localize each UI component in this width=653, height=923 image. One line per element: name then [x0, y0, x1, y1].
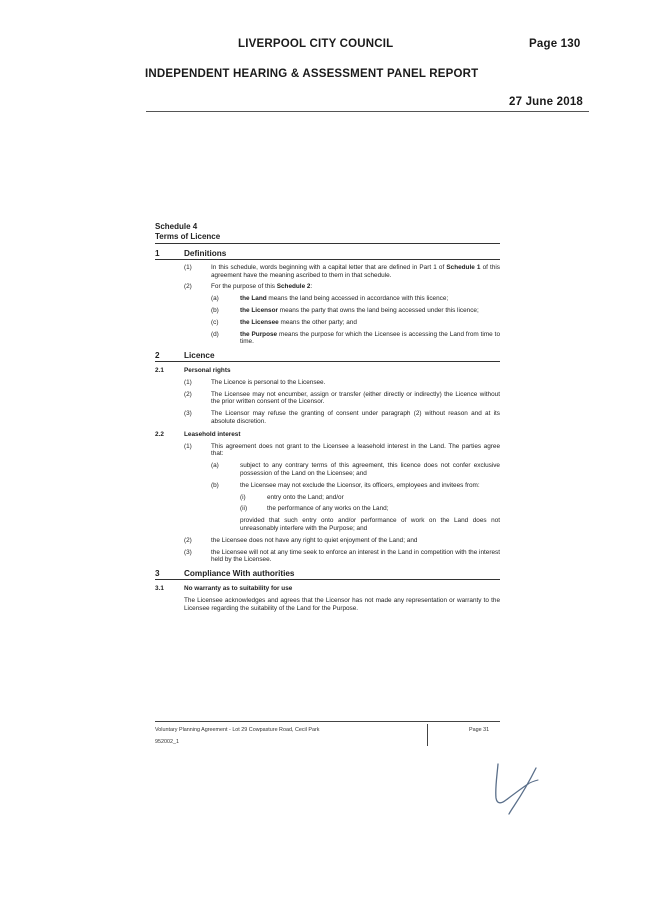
subsection-number: 2.1 — [155, 366, 164, 374]
definition-text: means the purpose for which the Licensee… — [240, 330, 500, 346]
definition-text: means the land being accessed in accorda… — [266, 295, 449, 303]
definition-text: means the party that owns the land being… — [278, 306, 479, 314]
section-heading: 2 Licence — [155, 352, 500, 362]
clause-text: the Licensee does not have any right to … — [211, 536, 418, 544]
item-text: the Purpose means the purpose for which … — [240, 331, 500, 347]
definition-item: (a) the Land means the land being access… — [155, 295, 500, 303]
defined-term: the Licensee — [240, 318, 279, 326]
clause: (2) The Licensee may not encumber, assig… — [155, 391, 500, 407]
footer-page-number: Page 31 — [469, 727, 490, 733]
subsection-heading: 2.1 Personal rights — [155, 367, 500, 375]
council-name: LIVERPOOL CITY COUNCIL — [238, 38, 394, 50]
signature-initials — [495, 763, 539, 815]
schedule-title: Schedule 4 — [155, 222, 198, 231]
definition-item: (b) the Licensor means the party that ow… — [155, 307, 500, 315]
item-text: the Land means the land being accessed i… — [240, 295, 500, 303]
clause: (1) The Licence is personal to the Licen… — [155, 379, 500, 387]
section-title: Compliance With authorities — [184, 569, 295, 579]
clause: (1) This agreement does not grant to the… — [155, 443, 500, 459]
subsection-title: Leasehold interest — [184, 430, 241, 438]
subsection-number: 2.2 — [155, 430, 164, 438]
item-text: subject to any contrary terms of this ag… — [240, 462, 500, 477]
clause-text-part: of this agreement have the meaning ascri… — [211, 263, 500, 279]
item-number: (c) — [211, 318, 219, 326]
clause-text-part: : — [310, 283, 313, 291]
clause: (3) the Licensee will not at any time se… — [155, 549, 500, 565]
section-title: Definitions — [184, 249, 227, 258]
clause-item: (b) the Licensee may not exclude the Lic… — [155, 482, 500, 490]
subitem-number: (ii) — [240, 505, 248, 513]
clause-text-bold: Schedule 2 — [276, 283, 311, 291]
section-heading: 1 Definitions — [155, 250, 500, 260]
paragraph-text: The Licensee acknowledges and agrees tha… — [184, 596, 500, 612]
clause-text: The Licensee may not encumber, assign or… — [211, 390, 500, 406]
section-number: 2 — [155, 351, 160, 361]
clause-item: (a) subject to any contrary terms of thi… — [155, 462, 500, 478]
clause-text: For the purpose of this Schedule 2: — [211, 283, 500, 291]
section-number: 1 — [155, 249, 160, 258]
item-number: (a) — [211, 462, 219, 470]
subitem-text: entry onto the Land; and/or — [267, 493, 344, 501]
footer-divider — [155, 721, 500, 722]
item-number: (b) — [211, 306, 219, 314]
footer-separator — [427, 724, 428, 746]
clause-number: (3) — [184, 548, 192, 556]
subsection-title: Personal rights — [184, 366, 231, 374]
report-title: INDEPENDENT HEARING & ASSESSMENT PANEL R… — [145, 68, 479, 80]
footer-document-title: Voluntary Planning Agreement - Lot 29 Co… — [155, 727, 320, 733]
defined-term: the Purpose — [240, 330, 278, 338]
definition-text: means the other party; and — [278, 318, 357, 326]
header-divider — [146, 111, 589, 112]
schedule-divider — [155, 243, 500, 244]
clause-number: (2) — [184, 390, 192, 398]
item-number: (d) — [211, 330, 219, 338]
page-number: Page 130 — [529, 38, 581, 50]
clause-text: The Licence is personal to the Licensee. — [211, 378, 326, 386]
section-heading: 3 Compliance With authorities — [155, 570, 500, 580]
definition-item: (d) the Purpose means the purpose for wh… — [155, 331, 500, 347]
item-text: the Licensor means the party that owns t… — [240, 307, 500, 315]
item-number: (b) — [211, 481, 219, 489]
clause-number: (2) — [184, 283, 192, 291]
clause-subitem: (ii) the performance of any works on the… — [155, 505, 500, 513]
clause-number: (1) — [184, 263, 192, 271]
proviso-text: provided that such entry onto and/or per… — [240, 517, 500, 532]
clause: (3) The Licensor may refuse the granting… — [155, 410, 500, 426]
licence-schedule: Schedule 4 Terms of Licence 1 Definition… — [155, 222, 500, 612]
clause-text-part: For the purpose of this — [211, 283, 277, 291]
clause: (2) For the purpose of this Schedule 2: — [155, 283, 500, 291]
clause-text-part: In this schedule, words beginning with a… — [211, 263, 447, 271]
section-number: 3 — [155, 569, 160, 579]
subsection-title: No warranty as to suitability for use — [184, 584, 293, 592]
clause-text: This agreement does not grant to the Lic… — [211, 442, 500, 458]
clause-text: In this schedule, words beginning with a… — [211, 264, 500, 280]
clause-number: (1) — [184, 442, 192, 450]
definition-item: (c) the Licensee means the other party; … — [155, 319, 500, 327]
subitem-number: (i) — [240, 493, 246, 501]
section-title: Licence — [184, 351, 215, 361]
subitem-text: the performance of any works on the Land… — [267, 505, 389, 513]
defined-term: the Land — [240, 295, 267, 303]
schedule-subtitle: Terms of Licence — [155, 232, 221, 241]
clause-number: (3) — [184, 410, 192, 418]
clause-number: (1) — [184, 378, 192, 386]
subsection-number: 3.1 — [155, 584, 164, 592]
item-number: (a) — [211, 295, 219, 303]
clause-number: (2) — [184, 536, 192, 544]
subsection-heading: 2.2 Leasehold interest — [155, 431, 500, 439]
defined-term: the Licensor — [240, 306, 278, 314]
clause-text: The Licensor may refuse the granting of … — [211, 410, 500, 425]
clause-text-bold: Schedule 1 — [446, 263, 481, 271]
item-text: the Licensee may not exclude the Licenso… — [240, 481, 480, 489]
clause-subitem: (i) entry onto the Land; and/or — [155, 494, 500, 502]
footer-reference: 952002_1 — [155, 739, 179, 745]
clause: (2) the Licensee does not have any right… — [155, 537, 500, 545]
clause-text: the Licensee will not at any time seek t… — [211, 548, 500, 564]
report-date: 27 June 2018 — [509, 96, 584, 108]
clause: (1) In this schedule, words beginning wi… — [155, 264, 500, 280]
subsection-heading: 3.1 No warranty as to suitability for us… — [155, 585, 500, 593]
item-text: the Licensee means the other party; and — [240, 319, 500, 327]
